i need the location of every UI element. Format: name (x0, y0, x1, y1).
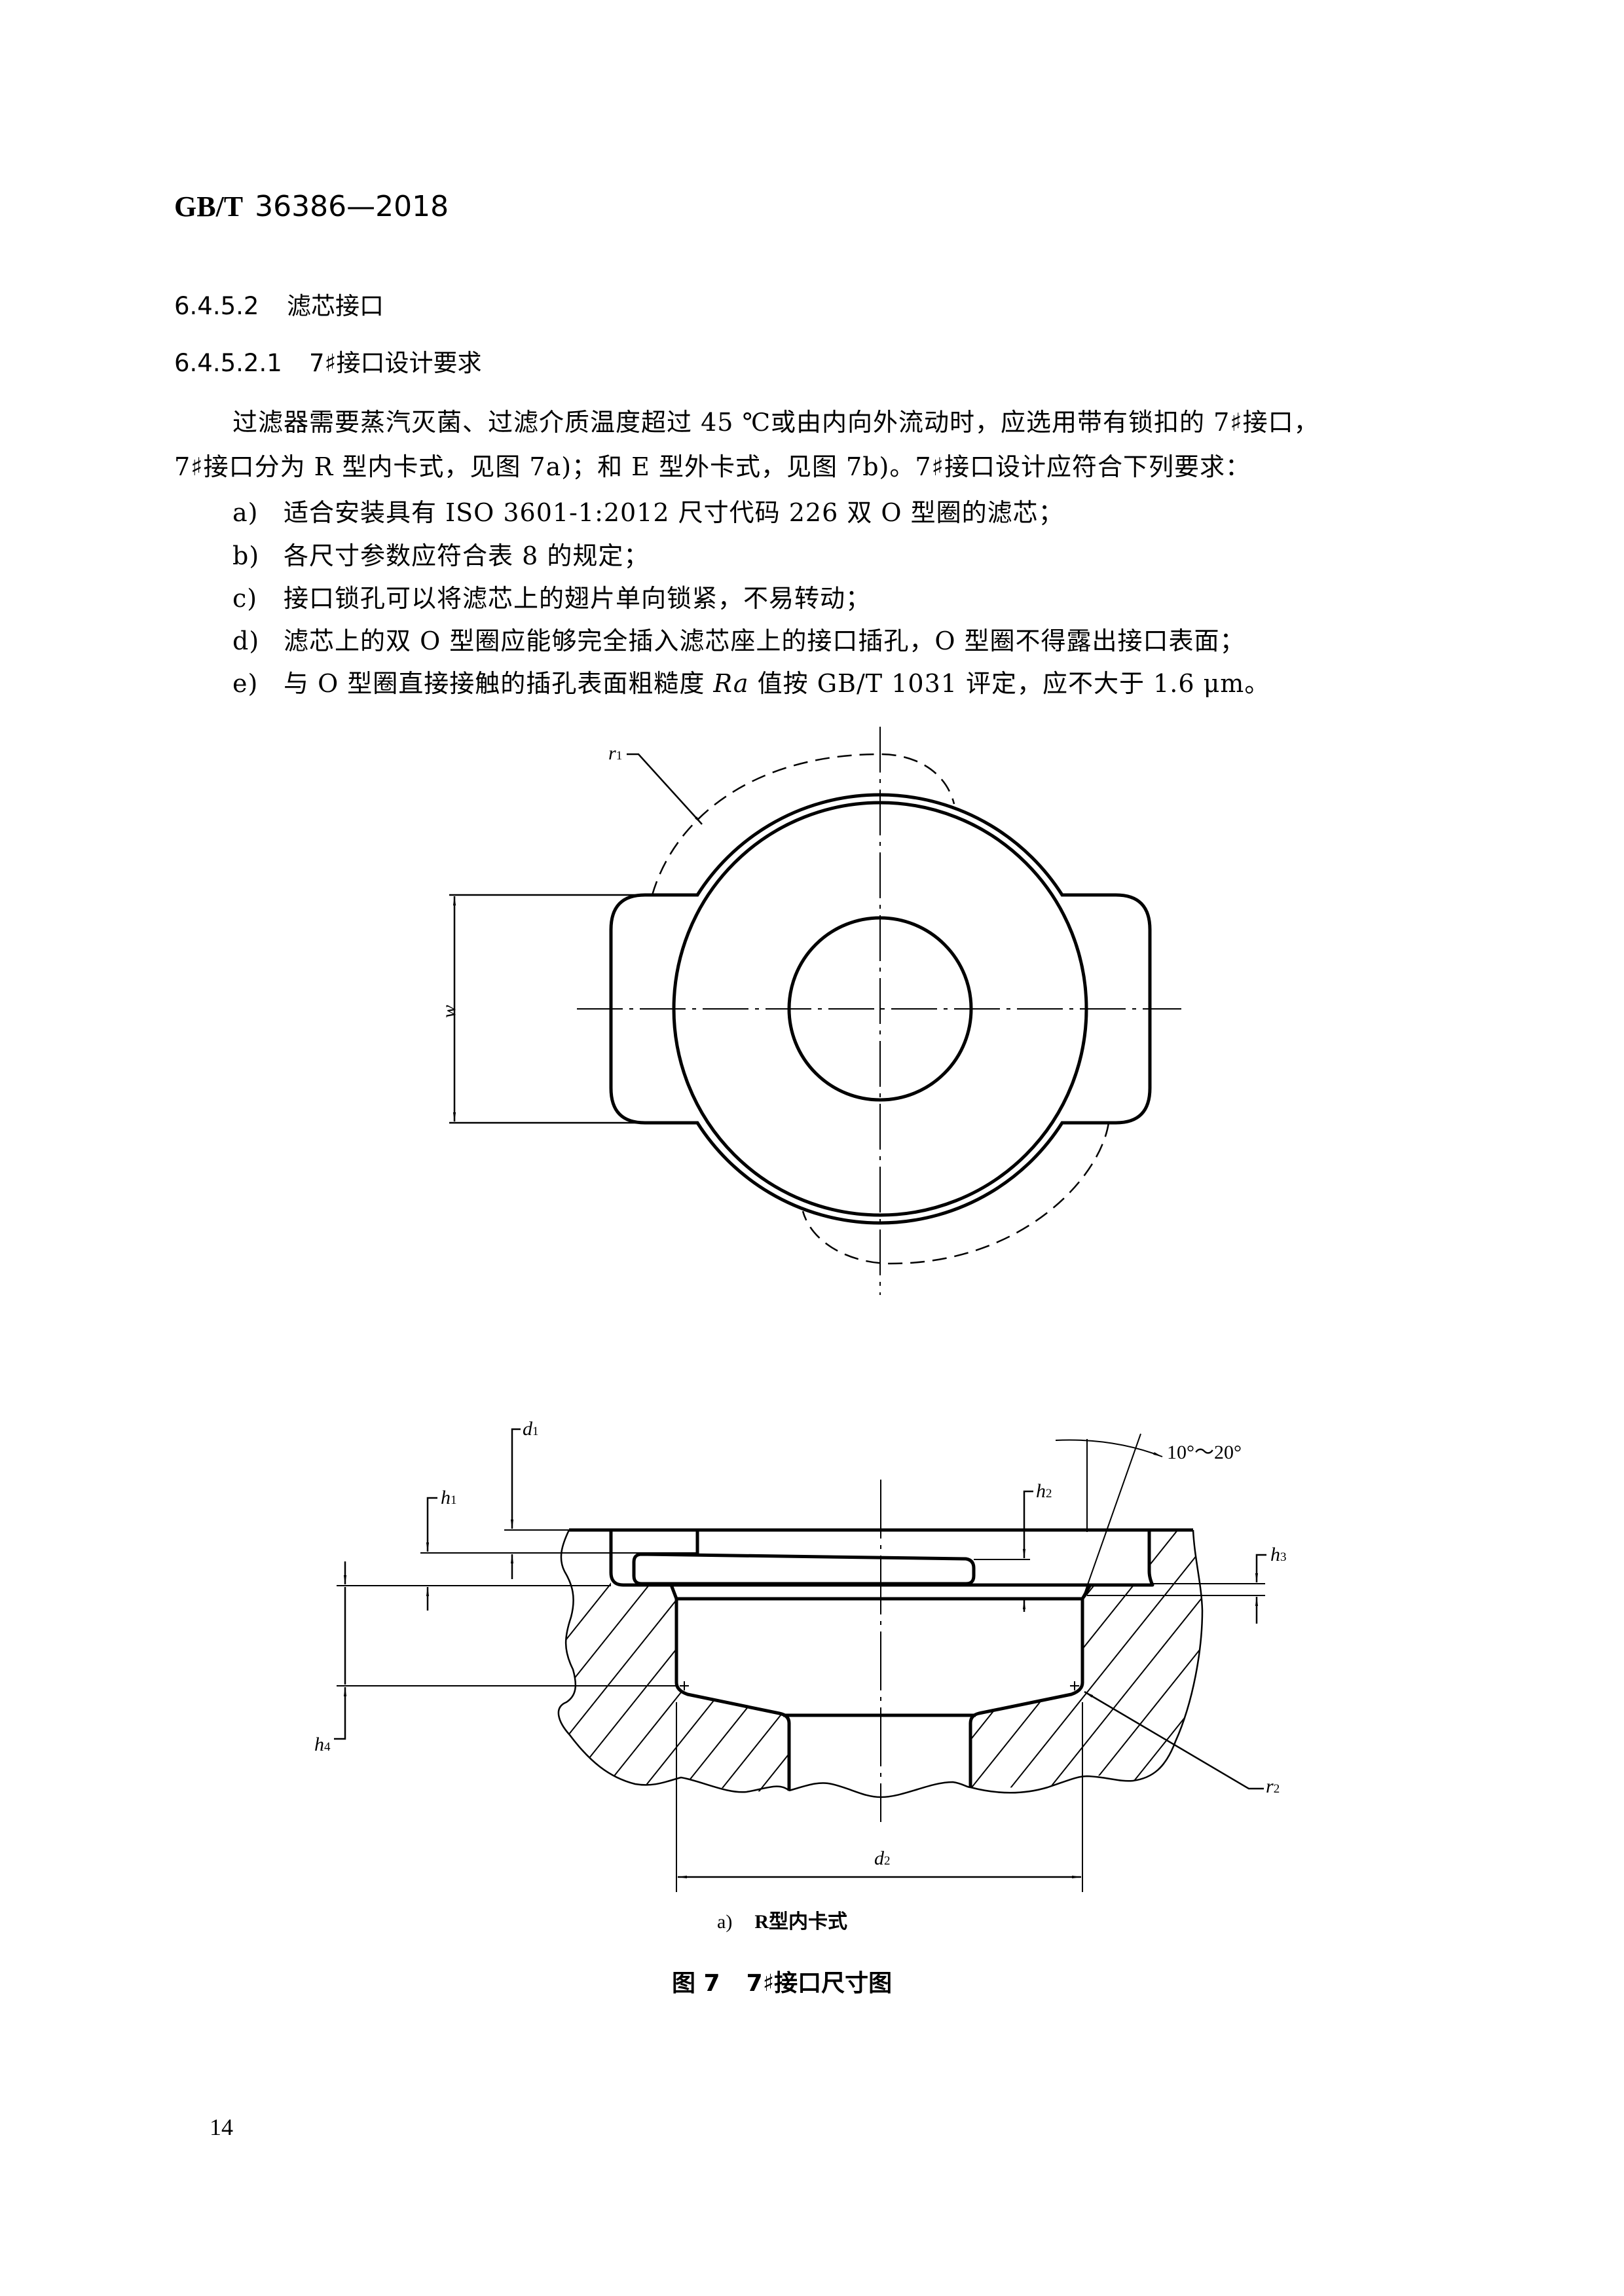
break-line-right (788, 1529, 1204, 1798)
item-text-after: 值按 GB/T 1031 评定，应不大于 1.6 μm。 (748, 669, 1270, 698)
intro-line-2: 7♯接口分为 R 型内卡式，见图 7a)；和 E 型外卡式，见图 7b)。7♯接… (174, 452, 1251, 481)
bore-circle (672, 801, 1088, 1217)
figure-title: 7♯接口尺寸图 (746, 1970, 893, 1997)
subfigure-type-text: 型内卡式 (768, 1910, 847, 1933)
figure-number: 图 7 (672, 1970, 720, 1997)
section-number: 6.4.5.2 (174, 292, 259, 320)
item-text: 滤芯上的双 O 型圈应能够完全插入滤芯座上的接口插孔，O 型圈不得露出接口表面； (284, 627, 1246, 655)
label-h2: h2 (1036, 1480, 1052, 1502)
item-label: e) (232, 669, 259, 698)
requirement-item-c: c) 接口锁孔可以将滤芯上的翅片单向锁紧，不易转动； (232, 583, 871, 613)
label-h3: h3 (1270, 1544, 1287, 1565)
center-hole (787, 916, 973, 1102)
label-h1: h1 (441, 1487, 457, 1508)
label-d1: d1 (523, 1418, 539, 1440)
break-line-left (557, 1529, 790, 1793)
section-view (334, 1428, 1266, 1892)
d1-leader-top (510, 1428, 521, 1529)
section-number: 6.4.5.2.1 (174, 349, 282, 377)
h3-leader-top (1255, 1554, 1266, 1582)
item-text: 适合安装具有 ISO 3601-1:2012 尺寸代码 226 双 O 型圈的滤… (284, 498, 1064, 527)
page-number: 14 (210, 2114, 233, 2140)
r1-dashed-arc-bottom (802, 1122, 1110, 1265)
requirement-item-b: b) 各尺寸参数应符合表 8 的规定； (232, 541, 649, 571)
document-header: GB/T 36386—2018 (174, 190, 449, 224)
subfigure-type-letter: R (754, 1911, 769, 1933)
hatch-right (970, 1530, 1202, 1789)
section-title: 7♯接口设计要求 (309, 349, 482, 377)
item-label: a) (232, 498, 259, 527)
hatch-left (558, 1530, 789, 1792)
r2-leader (1084, 1690, 1264, 1790)
roughness-symbol: Ra (713, 669, 749, 698)
requirement-item-e: e) 与 O 型圈直接接触的插孔表面粗糙度 Ra 值按 GB/T 1031 评定，… (232, 668, 1270, 699)
h1-leader-top (426, 1497, 437, 1552)
label-r2: r2 (1266, 1776, 1280, 1797)
item-label: d) (232, 627, 260, 655)
item-text-before: 与 O 型圈直接接触的插孔表面粗糙度 (284, 669, 714, 698)
subfigure-caption: a) R型内卡式 (717, 1905, 847, 1934)
angle-arc (1055, 1439, 1163, 1457)
r1-leader (627, 753, 703, 825)
label-r1: r1 (608, 742, 623, 764)
requirement-item-a: a) 适合安装具有 ISO 3601-1:2012 尺寸代码 226 双 O 型圈… (232, 498, 1064, 528)
section-title: 滤芯接口 (287, 292, 384, 320)
section-heading-6-4-5-2-1: 6.4.5.2.1 7♯接口设计要求 (174, 349, 481, 378)
section-heading-6-4-5-2: 6.4.5.2 滤芯接口 (174, 292, 384, 321)
label-angle: 10°～20° (1167, 1442, 1242, 1463)
angle-reference-inclined (1082, 1433, 1141, 1598)
standard-prefix: GB/T (174, 191, 244, 223)
dimension-extension-lines (337, 1529, 1265, 1892)
item-text: 接口锁孔可以将滤芯上的翅片单向锁紧，不易转动； (284, 584, 872, 613)
label-w: w (438, 1004, 460, 1019)
label-d2: d2 (874, 1848, 891, 1869)
h2-leader-top (1022, 1490, 1033, 1558)
label-h4: h4 (314, 1734, 331, 1755)
standard-number: 36386—2018 (255, 190, 449, 223)
item-label: b) (232, 541, 260, 570)
requirement-item-d: d) 滤芯上的双 O 型圈应能够完全插入滤芯座上的接口插孔，O 型圈不得露出接口表… (232, 626, 1246, 656)
item-label: c) (232, 584, 258, 613)
plan-view (449, 727, 1181, 1295)
r1-dashed-arc-top (651, 753, 955, 896)
item-text: 各尺寸参数应符合表 8 的规定； (284, 541, 650, 570)
h4-leader-bottom (334, 1687, 347, 1740)
radius-center-marks (680, 1681, 1079, 1690)
subfigure-label: a) (717, 1911, 733, 1933)
figure-caption: 图 7 7♯接口尺寸图 (672, 1964, 892, 1998)
intro-line-1: 过滤器需要蒸汽灭菌、过滤介质温度超过 45 ℃或由内向外流动时，应选用带有锁扣的… (232, 408, 1320, 437)
